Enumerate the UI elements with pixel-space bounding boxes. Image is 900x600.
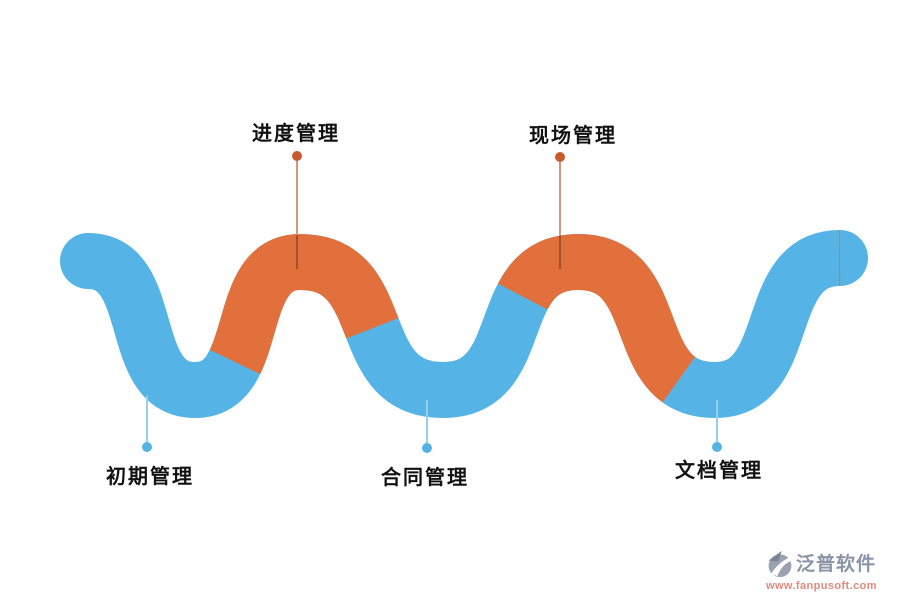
stage-label-chuqi: 初期管理 bbox=[106, 466, 194, 488]
stage-label-wendang: 文档管理 bbox=[675, 460, 763, 482]
leader-dot-stage4 bbox=[555, 152, 565, 162]
fanpu-logo-title: 泛普软件 bbox=[796, 553, 877, 575]
stage-label-xianchang: 现场管理 bbox=[529, 125, 617, 147]
leader-dot-stage5 bbox=[712, 442, 722, 452]
leader-dot-stage1 bbox=[142, 442, 152, 452]
fanpu-logo-icon bbox=[768, 550, 793, 578]
fanpu-watermark: 泛普软件 www.fanpusoft.com bbox=[766, 549, 890, 592]
stage-label-jindu: 进度管理 bbox=[252, 123, 340, 145]
leader-dot-stage2 bbox=[292, 151, 302, 161]
stage-label-hetong: 合同管理 bbox=[381, 467, 469, 489]
wave-blue-path bbox=[60, 230, 868, 418]
leader-dot-stage3 bbox=[422, 443, 432, 453]
fanpu-logo-url: www.fanpusoft.com bbox=[766, 580, 877, 592]
